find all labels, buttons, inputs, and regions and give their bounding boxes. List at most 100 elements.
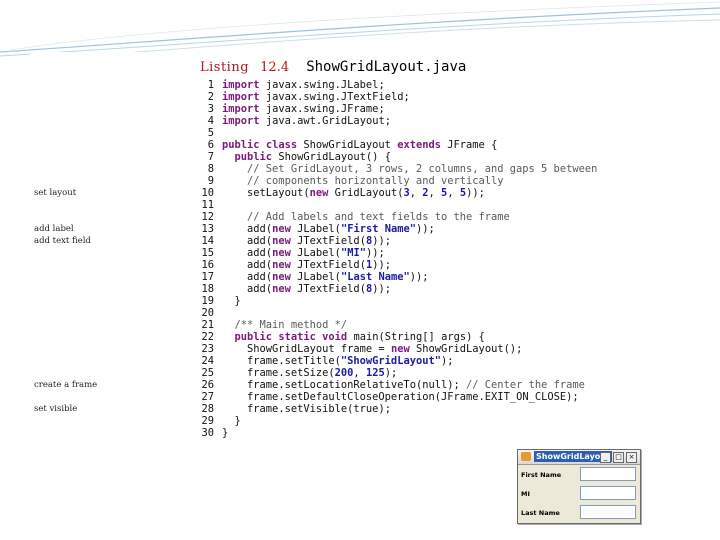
code-listing: 1 import javax.swing.JLabel; 2 import javax… [190, 79, 666, 439]
code-text: add(new JTextField(8)); [247, 283, 391, 295]
listing-filename: ShowGridLayout.java [306, 59, 467, 75]
code-line: 13 add(new JLabel("First Name")); [190, 223, 666, 235]
listing-number: 12.4 [260, 60, 290, 75]
code-line: 24 frame.setTitle("ShowGridLayout"); [190, 355, 666, 367]
margin-note: add text field [34, 236, 91, 246]
slide-content-panel [30, 52, 666, 440]
code-text: } [222, 295, 241, 307]
window-title: ShowGridLayout [534, 451, 612, 462]
code-line: 18 add(new JTextField(8)); [190, 283, 666, 295]
code-line: 1 import javax.swing.JLabel; [190, 79, 666, 91]
line-number: 19 [201, 295, 214, 307]
line-number: 28 [201, 403, 214, 415]
line-number: 2 [207, 91, 214, 103]
line-number: 24 [201, 355, 214, 367]
code-text: import javax.swing.JTextField; [222, 91, 410, 103]
code-text: import java.awt.GridLayout; [222, 115, 391, 127]
line-number: 16 [201, 259, 214, 271]
code-line: 22 public static void main(String[] args… [190, 331, 666, 343]
code-line: 14 add(new JTextField(8)); [190, 235, 666, 247]
code-line: 26 frame.setLocationRelativeTo(null); //… [190, 379, 666, 391]
line-number: 26 [201, 379, 214, 391]
line-number: 7 [207, 151, 214, 163]
code-text: } [222, 415, 241, 427]
code-text: add(new JLabel("MI")); [247, 247, 385, 259]
code-line: 28 frame.setVisible(true); [190, 403, 666, 415]
code-text: /** Main method */ [234, 319, 348, 331]
code-text: frame.setVisible(true); [247, 403, 391, 415]
line-number: 5 [207, 127, 214, 139]
mi-label: MI [521, 490, 530, 498]
maximize-button[interactable]: □ [613, 452, 624, 463]
code-line: 17 add(new JLabel("Last Name")); [190, 271, 666, 283]
line-number: 13 [201, 223, 214, 235]
code-text: public ShowGridLayout() { [234, 151, 391, 163]
code-line: 27 frame.setDefaultCloseOperation(JFrame… [190, 391, 666, 403]
line-number: 23 [201, 343, 214, 355]
code-text: // Set GridLayout, 3 rows, 2 columns, an… [247, 163, 598, 175]
line-number: 22 [201, 331, 214, 343]
code-text: frame.setSize(200, 125); [247, 367, 398, 379]
code-line: 10 setLayout(new GridLayout(3, 2, 5, 5))… [190, 187, 666, 199]
window-body: First Name MI Last Name [518, 465, 640, 523]
line-number: 14 [201, 235, 214, 247]
window-titlebar[interactable]: ShowGridLayout _ □ × [518, 450, 640, 465]
code-text: public class ShowGridLayout extends JFra… [222, 139, 498, 151]
last-name-field[interactable] [580, 505, 636, 519]
listing-label: Listing [200, 60, 250, 75]
code-line: 16 add(new JTextField(1)); [190, 259, 666, 271]
margin-note: set layout [34, 188, 77, 198]
code-text: setLayout(new GridLayout(3, 2, 5, 5)); [247, 187, 485, 199]
code-text: // components horizontally and verticall… [247, 175, 504, 187]
code-text: // Add labels and text fields to the fra… [247, 211, 510, 223]
mi-field[interactable] [580, 486, 636, 500]
code-text: import javax.swing.JLabel; [222, 79, 385, 91]
minimize-button[interactable]: _ [600, 452, 611, 463]
code-line: 2 import javax.swing.JTextField; [190, 91, 666, 103]
line-number: 10 [201, 187, 214, 199]
line-number: 8 [207, 163, 214, 175]
last-name-label: Last Name [521, 509, 560, 517]
code-line: 25 frame.setSize(200, 125); [190, 367, 666, 379]
line-number: 11 [201, 199, 214, 211]
line-number: 29 [201, 415, 214, 427]
code-line: 30} [190, 427, 666, 439]
code-text: public static void main(String[] args) { [234, 331, 485, 343]
line-number: 15 [201, 247, 214, 259]
code-line: 20 [190, 307, 666, 319]
code-text: } [222, 427, 229, 439]
code-text: add(new JLabel("Last Name")); [247, 271, 429, 283]
line-number: 3 [207, 103, 214, 115]
line-number: 20 [201, 307, 214, 319]
close-button[interactable]: × [626, 452, 637, 463]
margin-note: create a frame [34, 380, 98, 390]
line-number: 21 [201, 319, 214, 331]
code-line: 12 // Add labels and text fields to the … [190, 211, 666, 223]
line-number: 1 [207, 79, 214, 91]
code-line: 29 } [190, 415, 666, 427]
code-line: 21 /** Main method */ [190, 319, 666, 331]
code-line: 4 import java.awt.GridLayout; [190, 115, 666, 127]
line-number: 18 [201, 283, 214, 295]
code-line: 8 // Set GridLayout, 3 rows, 2 columns, … [190, 163, 666, 175]
first-name-label: First Name [521, 471, 562, 479]
code-text: ShowGridLayout frame = new ShowGridLayou… [247, 343, 523, 355]
code-line: 11 [190, 199, 666, 211]
listing-title: Listing 12.4 ShowGridLayout.java [200, 56, 466, 76]
line-number: 4 [207, 115, 214, 127]
code-line: 9 // components horizontally and vertica… [190, 175, 666, 187]
code-text: add(new JTextField(1)); [247, 259, 391, 271]
line-number: 17 [201, 271, 214, 283]
code-text: frame.setLocationRelativeTo(null); // Ce… [247, 379, 585, 391]
line-number: 30 [201, 427, 214, 439]
code-line: 7 public ShowGridLayout() { [190, 151, 666, 163]
first-name-field[interactable] [580, 467, 636, 481]
line-number: 25 [201, 367, 214, 379]
code-line: 19 } [190, 295, 666, 307]
code-text: add(new JTextField(8)); [247, 235, 391, 247]
code-line: 6 public class ShowGridLayout extends JFr… [190, 139, 666, 151]
margin-note: add label [34, 224, 74, 234]
code-text: frame.setDefaultCloseOperation(JFrame.EX… [247, 391, 579, 403]
line-number: 6 [207, 139, 214, 151]
